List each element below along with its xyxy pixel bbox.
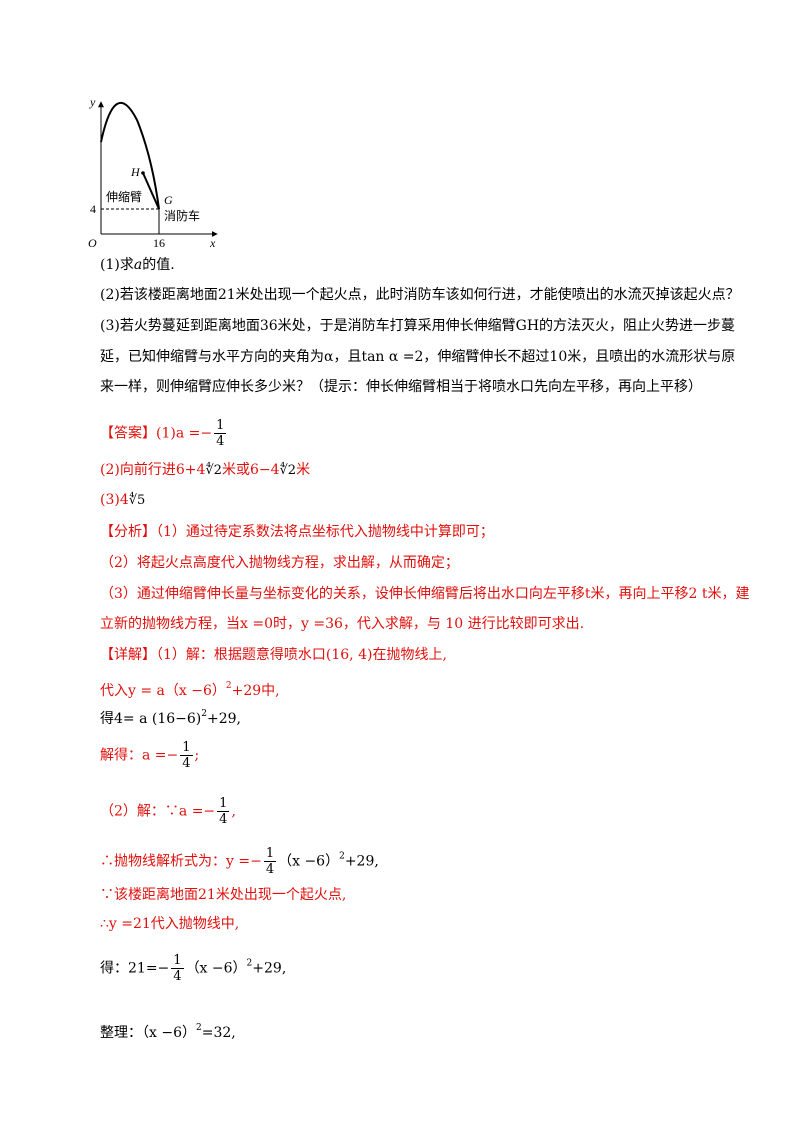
frac-num: 1 <box>214 418 227 434</box>
frac-num: 1 <box>171 953 184 969</box>
answer-3-a: (3)4 <box>100 492 129 508</box>
x-axis-label: x <box>209 236 216 250</box>
detail-6-a: ∴抛物线解析式为：y =− <box>100 853 262 870</box>
y-axis-label: y <box>89 95 96 109</box>
detail-2-b: +29中, <box>231 683 280 699</box>
detail-2-sup: 2 <box>225 681 232 691</box>
arm-gh <box>142 172 160 210</box>
tick-label-16: 16 <box>153 236 165 250</box>
answer-1-text: (1)a =− <box>156 425 213 442</box>
detail-3-sup: 2 <box>201 709 207 719</box>
tick-label-4: 4 <box>90 202 96 216</box>
analysis-3: （3）通过伸缩臂伸长量与坐标变化的关系，设伸长伸缩臂后将出水口向左平移t米，再向… <box>100 586 750 602</box>
parabola-figure: y x O 4 16 H G 伸缩臂 消防车 <box>88 95 218 250</box>
frac-num: 1 <box>217 796 230 812</box>
detail-9-sup: 2 <box>246 958 253 969</box>
detail-4-text: 解得：a =− <box>100 747 179 764</box>
detail-6-b: （x −6） <box>278 853 340 870</box>
point-h <box>141 171 145 175</box>
detail-line-1: （1）解：根据题意得喷水口(16, 4)在抛物线上, <box>156 647 447 663</box>
frac-den: 4 <box>265 862 275 877</box>
frac-den: 4 <box>182 756 191 771</box>
detail-10-a: 整理：（x −6） <box>100 1025 196 1041</box>
q1-post: 的值. <box>142 257 175 273</box>
question-2: (2)若该楼距离地面21米处出现一个起火点，此时消防车该如何行进，才能使喷出的水… <box>100 287 740 303</box>
q1-pre: (1)求 <box>100 257 134 273</box>
detail-10-b: =32, <box>201 1025 236 1041</box>
frac-den: 4 <box>216 434 225 449</box>
answer-2-a: (2)向前行进6+4 <box>100 462 206 478</box>
label-arm: 伸缩臂 <box>106 189 142 204</box>
analysis-tag: 【分析】 <box>100 524 156 540</box>
detail-3-a: 得4= a (16−6) <box>100 711 202 727</box>
question-3-line-3: 来一样，则伸缩臂应伸长多少米？（提示：伸长伸缩臂相当于将喷水口先向左平移，再向上… <box>100 379 702 395</box>
question-3-line-1: (3)若火势蔓延到距离地面36米处，于是消防车打算采用伸长伸缩臂GH的方法灭火，… <box>100 318 736 334</box>
detail-6-sup: 2 <box>339 851 345 862</box>
detail-7: ∵该楼距离地面21米处出现一个起火点, <box>100 887 347 903</box>
label-truck: 消防车 <box>164 208 200 223</box>
detail-5-end: , <box>231 803 236 820</box>
detail-6-c: +29, <box>344 853 379 870</box>
radical-2: ∜2 <box>279 463 297 478</box>
analysis-2: （2）将起火点高度代入抛物线方程，求出解，从而确定； <box>100 555 459 571</box>
detail-5-text: （2）解：∵a =− <box>100 803 216 820</box>
detail-3: 得4= a (16−6)2+29, <box>100 704 241 729</box>
analysis-4: 立新的抛物线方程，当x =0时，y =36，代入求解，与 10 进行比较即可求出… <box>100 616 585 632</box>
detail-10-sup: 2 <box>195 1023 202 1033</box>
radical-3: ∜5 <box>128 493 146 508</box>
water-parabola <box>100 101 160 210</box>
frac-num: 1 <box>180 740 193 756</box>
frac-num: 1 <box>263 846 277 862</box>
detail-9-c: +29, <box>252 960 287 977</box>
answer-2-b: 米或6−4 <box>221 462 280 478</box>
origin-label: O <box>88 236 97 250</box>
radical-1: ∜2 <box>205 463 222 478</box>
answer-3: (3)4∜5 <box>100 490 145 511</box>
detail-10: 整理：（x −6）2=32, <box>100 1018 236 1043</box>
label-h: H <box>130 165 141 179</box>
detail-tag: 【详解】 <box>100 647 156 663</box>
detail-2-a: 代入y = a（x −6） <box>100 683 226 699</box>
answer-tag: 【答案】 <box>100 425 156 442</box>
frac-den: 4 <box>173 969 182 984</box>
label-g: G <box>164 193 173 207</box>
frac-den: 4 <box>219 812 228 827</box>
analysis-1: 【分析】（1）通过待定系数法将点坐标代入抛物线中计算即可； <box>100 522 494 542</box>
answer-2: (2)向前行进6+4∜2米或6−4∜2米 <box>100 460 310 481</box>
detail-2: 代入y = a（x −6）2+29中, <box>100 676 280 701</box>
detail-1: 【详解】（1）解：根据题意得喷水口(16, 4)在抛物线上, <box>100 645 447 665</box>
detail-9-a: 得：21=− <box>100 960 170 977</box>
q1-var: a <box>133 257 143 273</box>
detail-3-b: +29, <box>207 711 241 727</box>
detail-8: ∴y =21代入抛物线中, <box>100 916 240 932</box>
detail-9-b: （x −6） <box>185 960 247 977</box>
answer-2-c: 米 <box>296 462 311 478</box>
analysis-line-1: （1）通过待定系数法将点坐标代入抛物线中计算即可； <box>156 524 494 540</box>
question-1: (1)求a的值. <box>100 255 175 275</box>
question-3-line-2: 延，已知伸缩臂与水平方向的夹角为α，且tan α =2，伸缩臂伸长不超过10米，… <box>100 349 736 365</box>
